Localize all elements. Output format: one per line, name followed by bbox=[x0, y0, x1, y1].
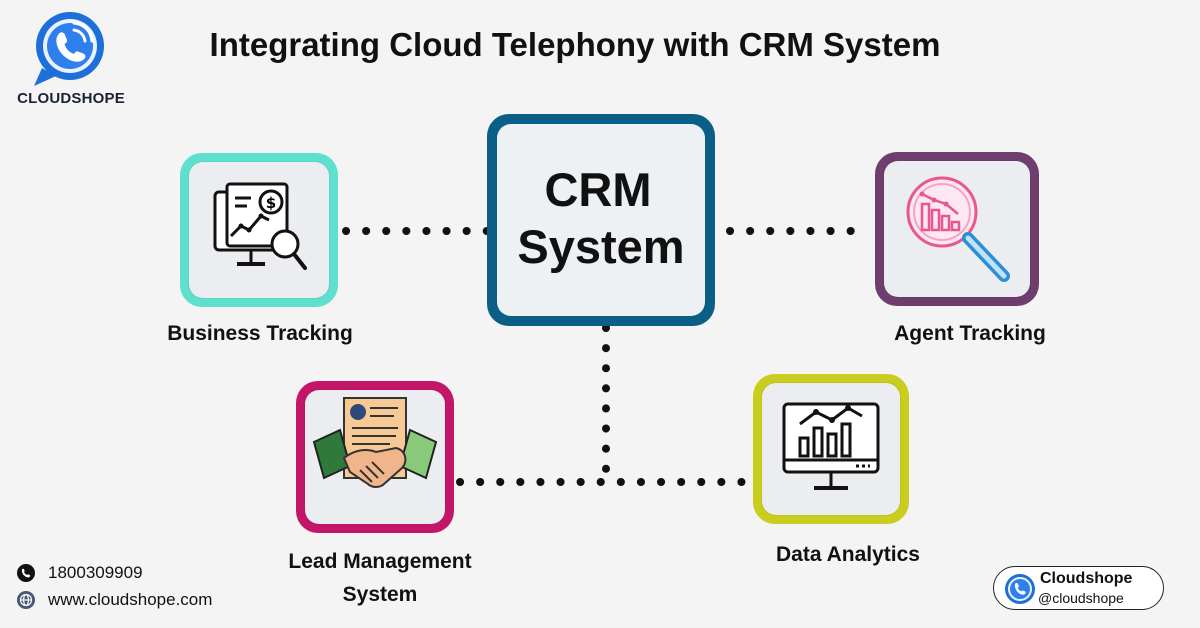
brand-name: CLOUDSHOPE bbox=[17, 90, 125, 107]
data-analytics-label: Data Analytics bbox=[776, 543, 920, 566]
contact-phone[interactable]: 1800309909 bbox=[16, 563, 143, 583]
lead-management-label-line2: System bbox=[342, 583, 418, 606]
svg-text:$: $ bbox=[266, 194, 276, 212]
lead-management-card bbox=[296, 381, 454, 533]
phone-number: 1800309909 bbox=[48, 563, 143, 582]
phone-icon bbox=[16, 563, 36, 583]
page-title: Integrating Cloud Telephony with CRM Sys… bbox=[209, 26, 941, 63]
social-name: Cloudshope bbox=[1040, 570, 1133, 587]
business-tracking-card: $ bbox=[180, 153, 338, 307]
crm-title-line1: CRM bbox=[544, 163, 652, 216]
lead-management-label-line1: Lead Management bbox=[288, 550, 472, 573]
crm-system-box: CRM System bbox=[487, 114, 715, 326]
agent-tracking-card bbox=[875, 152, 1039, 306]
contact-website[interactable]: www.cloudshope.com bbox=[16, 590, 212, 610]
globe-icon bbox=[16, 590, 36, 610]
crm-title-line2: System bbox=[517, 220, 685, 273]
handshake-contract-icon bbox=[312, 397, 438, 488]
business-tracking-label: Business Tracking bbox=[167, 322, 353, 345]
data-analytics-card bbox=[753, 374, 909, 524]
monitor-analytics-icon bbox=[782, 402, 880, 490]
social-handle: @cloudshope bbox=[1038, 590, 1124, 606]
agent-tracking-label: Agent Tracking bbox=[894, 322, 1046, 345]
brand-avatar-icon bbox=[1005, 574, 1035, 604]
brand-logo: CLOUDSHOPE bbox=[6, 6, 130, 110]
lead-management-label: Lead Management System bbox=[262, 545, 498, 611]
social-handle-badge[interactable]: Cloudshope @cloudshope bbox=[993, 566, 1164, 610]
dashboard-dollar-search-icon: $ bbox=[213, 182, 307, 270]
magnifier-chart-icon bbox=[906, 176, 1010, 282]
website-url: www.cloudshope.com bbox=[48, 590, 213, 609]
phone-chat-bubble-icon bbox=[34, 12, 104, 86]
